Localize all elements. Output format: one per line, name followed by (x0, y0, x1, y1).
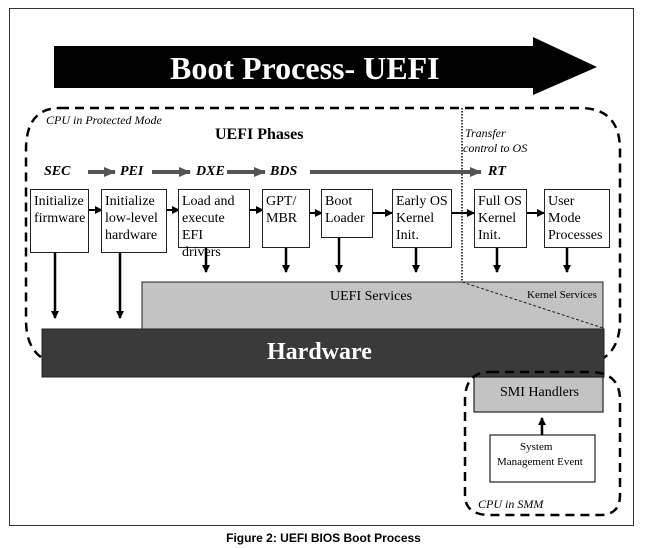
step-load-efi-drivers: Load and execute EFI drivers (178, 189, 250, 260)
transfer-label-2: control to OS (463, 141, 528, 155)
smi-handlers-box (473, 376, 604, 413)
sme-label-1: System (520, 441, 553, 453)
step-initialize-firmware: Initialize firmware (30, 189, 89, 253)
transfer-label-1: Transfer (465, 126, 506, 140)
diagram-title: Boot Process- UEFI (170, 50, 440, 86)
figure-caption: Figure 2: UEFI BIOS Boot Process (226, 531, 421, 545)
step-line: Init. (396, 228, 419, 243)
step-line: Early OS (396, 194, 448, 209)
hardware-layer (41, 328, 605, 378)
step-early-os-kernel: Early OS Kernel Init. (392, 189, 452, 248)
step-line: Boot (325, 194, 353, 209)
step-boot-loader: Boot Loader (321, 189, 373, 238)
step-line: Load and (182, 194, 235, 209)
step-full-os-kernel: Full OS Kernel Init. (474, 189, 527, 248)
kernel-services-label: Kernel Services (527, 289, 597, 301)
step-line: low-level (105, 211, 158, 226)
uefi-phases-heading: UEFI Phases (215, 126, 304, 143)
sme-label-2: Management Event (497, 456, 583, 468)
step-line: GPT/ (266, 194, 297, 209)
step-line: Full OS (478, 194, 522, 209)
hardware-label: Hardware (267, 339, 372, 365)
boot-process-arrow (54, 37, 597, 95)
smm-region (463, 370, 622, 517)
phase-bds: BDS (270, 164, 298, 179)
step-line: Initialize (105, 194, 155, 209)
step-line: firmware (34, 211, 86, 226)
uefi-services-layer (141, 281, 604, 330)
step-line: Kernel (478, 211, 517, 226)
phase-rt: RT (488, 164, 506, 179)
figure-frame (9, 8, 634, 526)
step-user-mode-processes: User Mode Processes (544, 189, 610, 248)
protected-mode-label: CPU in Protected Mode (46, 113, 162, 127)
step-line: Init. (478, 228, 501, 243)
step-line: Processes (548, 228, 603, 243)
phase-sec: SEC (44, 164, 71, 179)
smi-handlers-label: SMI Handlers (500, 385, 579, 400)
step-line: Initialize (34, 194, 84, 209)
step-line: MBR (266, 211, 298, 226)
smm-region-label: CPU in SMM (478, 497, 544, 511)
step-line: Kernel (396, 211, 435, 226)
step-line: Loader (325, 211, 365, 226)
uefi-services-label: UEFI Services (330, 289, 413, 304)
phase-pei: PEI (120, 164, 144, 179)
step-line: hardware (105, 228, 158, 243)
step-line: execute EFI (182, 211, 225, 243)
phase-dxe: DXE (196, 164, 225, 179)
step-gpt-mbr: GPT/ MBR (262, 189, 310, 248)
step-initialize-hardware: Initialize low-level hardware (101, 189, 167, 253)
step-line: User Mode (548, 194, 581, 226)
step-line: drivers (182, 245, 221, 260)
system-management-event-box (489, 434, 596, 483)
